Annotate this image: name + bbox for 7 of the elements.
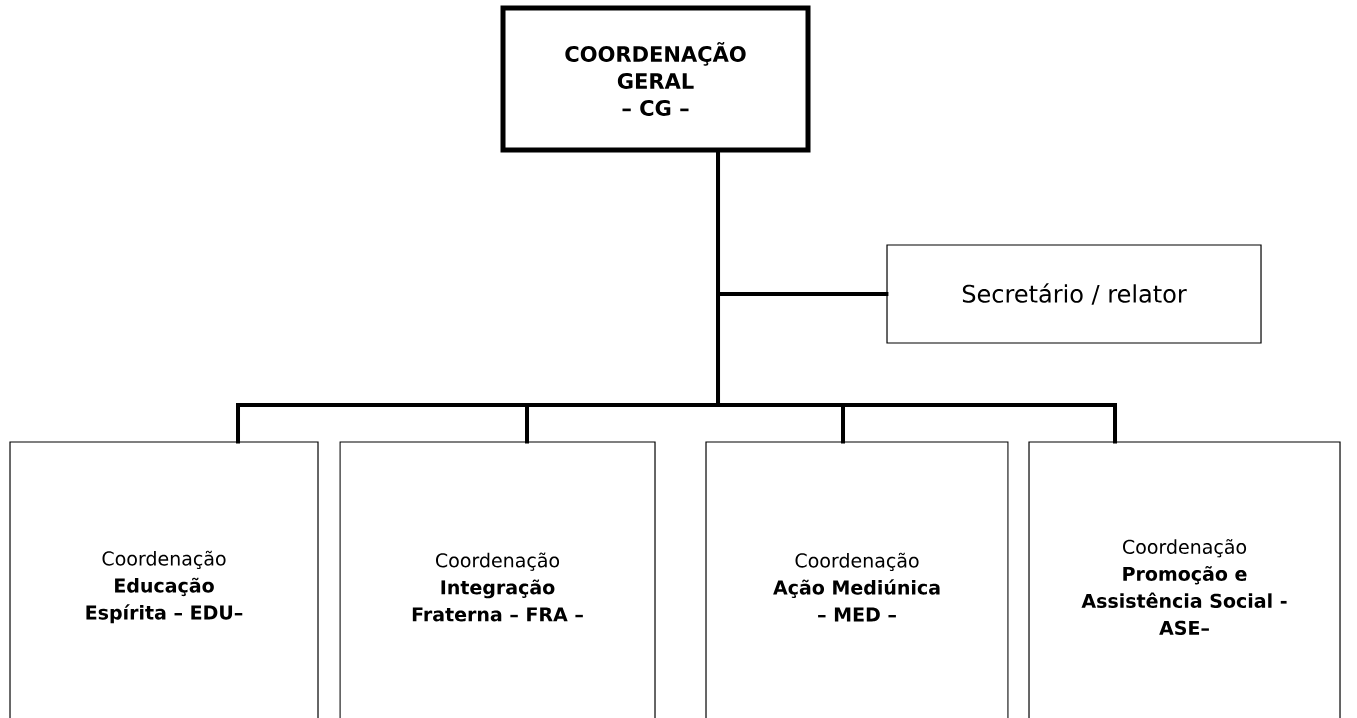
department-box: Coordenação Integração Fraterna – FRA –: [339, 441, 656, 718]
department-box: Coordenação Ação Mediúnica – MED –: [705, 441, 1009, 718]
department-box: Coordenação Educação Espírita – EDU–: [9, 441, 319, 718]
connector-line: [716, 150, 1117, 444]
department-box: Coordenação Promoção e Assistência Social - ASE–: [1028, 441, 1341, 718]
secretary-box: Secretário / relator: [886, 244, 1262, 344]
coordination-box: COORDENAÇÃO GERAL – CG –: [500, 5, 811, 153]
